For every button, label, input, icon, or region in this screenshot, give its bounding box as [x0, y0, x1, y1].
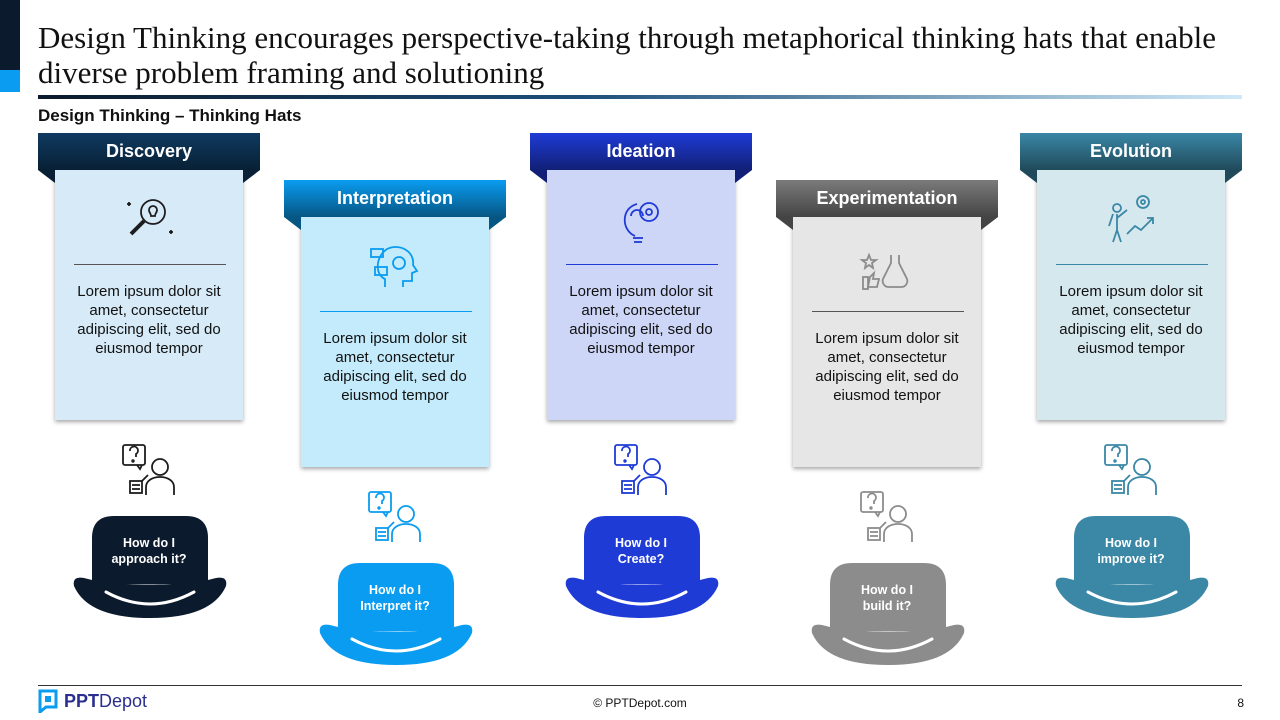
hat-question-line2: improve it?: [1097, 552, 1165, 566]
hat-shape: [72, 516, 228, 618]
hat-banner: Experimentation: [776, 180, 998, 217]
hat-question: How do I approach it?: [92, 535, 206, 567]
slide-title: Design Thinking encourages perspective-t…: [38, 20, 1216, 90]
card-description: Lorem ipsum dolor sit amet, consectetur …: [77, 283, 221, 357]
hat-column-interpretation: Interpretation Lorem ipsum dolor sit ame…: [284, 180, 506, 670]
hat-question-line1: How do I: [1104, 536, 1158, 550]
hat-card: Lorem ipsum dolor sit amet, consectetur …: [793, 217, 981, 467]
card-description: Lorem ipsum dolor sit amet, consectetur …: [569, 283, 713, 357]
hat-question-line2: build it?: [862, 599, 912, 613]
hat-column-ideation: Ideation Lorem ipsum dolor sit amet, con…: [530, 133, 752, 623]
hat-shape: [1054, 516, 1210, 618]
hat-card: Lorem ipsum dolor sit amet, consectetur …: [55, 170, 243, 420]
banner-fold-left: [284, 217, 301, 230]
hat-question-line1: How do I: [368, 583, 422, 597]
card-divider: [566, 264, 718, 265]
growth-person-icon: [1101, 190, 1161, 250]
banner-fold-left: [530, 170, 547, 183]
flask-thumbs-icon: [857, 237, 917, 297]
hat-question-line2: approach it?: [111, 552, 187, 566]
banner-fold-right: [243, 170, 260, 183]
banner-fold-right: [735, 170, 752, 183]
logo-text-rest: Depot: [99, 690, 148, 711]
hat-question-line1: How do I: [122, 536, 176, 550]
hat-banner: Evolution: [1020, 133, 1242, 170]
hat-question: How do I improve it?: [1074, 535, 1188, 567]
person-question-icon: [1102, 443, 1160, 497]
hat-banner: Interpretation: [284, 180, 506, 217]
hat-shape: [810, 563, 966, 665]
hat-question-line1: How do I: [860, 583, 914, 597]
hat-banner: Discovery: [38, 133, 260, 170]
corner-accent-dark: [0, 0, 20, 70]
hat-banner: Ideation: [530, 133, 752, 170]
person-question-icon: [120, 443, 178, 497]
hat-question-line1: How do I: [614, 536, 668, 550]
bulb-gear-icon: [611, 190, 671, 250]
banner-fold-left: [1020, 170, 1037, 183]
search-bulb-icon: [119, 190, 179, 250]
person-question-icon: [612, 443, 670, 497]
card-description: Lorem ipsum dolor sit amet, consectetur …: [323, 330, 467, 404]
card-divider: [1056, 264, 1208, 265]
person-question-icon: [858, 490, 916, 544]
corner-accent-blue: [0, 70, 20, 92]
page-number: 8: [1237, 696, 1244, 710]
hat-column-discovery: Discovery Lorem ipsum dolor sit amet, co…: [38, 133, 260, 623]
banner-fold-left: [776, 217, 793, 230]
hat-question-line2: Interpret it?: [360, 599, 430, 613]
slide-subtitle: Design Thinking – Thinking Hats: [38, 106, 302, 125]
hat-card: Lorem ipsum dolor sit amet, consectetur …: [1037, 170, 1225, 420]
card-description: Lorem ipsum dolor sit amet, consectetur …: [815, 330, 959, 404]
hat-question: How do I build it?: [830, 582, 944, 614]
hat-column-evolution: Evolution Lorem ipsum dolor sit amet, co…: [1020, 133, 1242, 623]
hat-card: Lorem ipsum dolor sit amet, consectetur …: [301, 217, 489, 467]
banner-fold-right: [1225, 170, 1242, 183]
card-divider: [320, 311, 472, 312]
person-question-icon: [366, 490, 424, 544]
hat-shape: [318, 563, 474, 665]
logo-text: PPTDepot: [64, 691, 147, 712]
card-divider: [812, 311, 964, 312]
hat-question-line2: Create?: [617, 552, 665, 566]
hat-shape: [564, 516, 720, 618]
card-divider: [74, 264, 226, 265]
copyright-text: © PPTDepot.com: [593, 696, 687, 710]
hat-question: How do I Interpret it?: [338, 582, 452, 614]
banner-fold-left: [38, 170, 55, 183]
banner-fold-right: [981, 217, 998, 230]
hat-question: How do I Create?: [584, 535, 698, 567]
footer-divider: [38, 685, 1242, 686]
hat-column-experimentation: Experimentation Lorem ipsum dolor sit am…: [776, 180, 998, 670]
banner-fold-right: [489, 217, 506, 230]
title-underline: [38, 95, 1242, 99]
pptdepot-logo: PPTDepot: [38, 689, 147, 716]
head-gear-icon: [365, 237, 425, 297]
hat-card: Lorem ipsum dolor sit amet, consectetur …: [547, 170, 735, 420]
pptdepot-logo-icon: [38, 689, 58, 716]
card-description: Lorem ipsum dolor sit amet, consectetur …: [1059, 283, 1203, 357]
logo-text-bold: PPT: [64, 690, 100, 711]
